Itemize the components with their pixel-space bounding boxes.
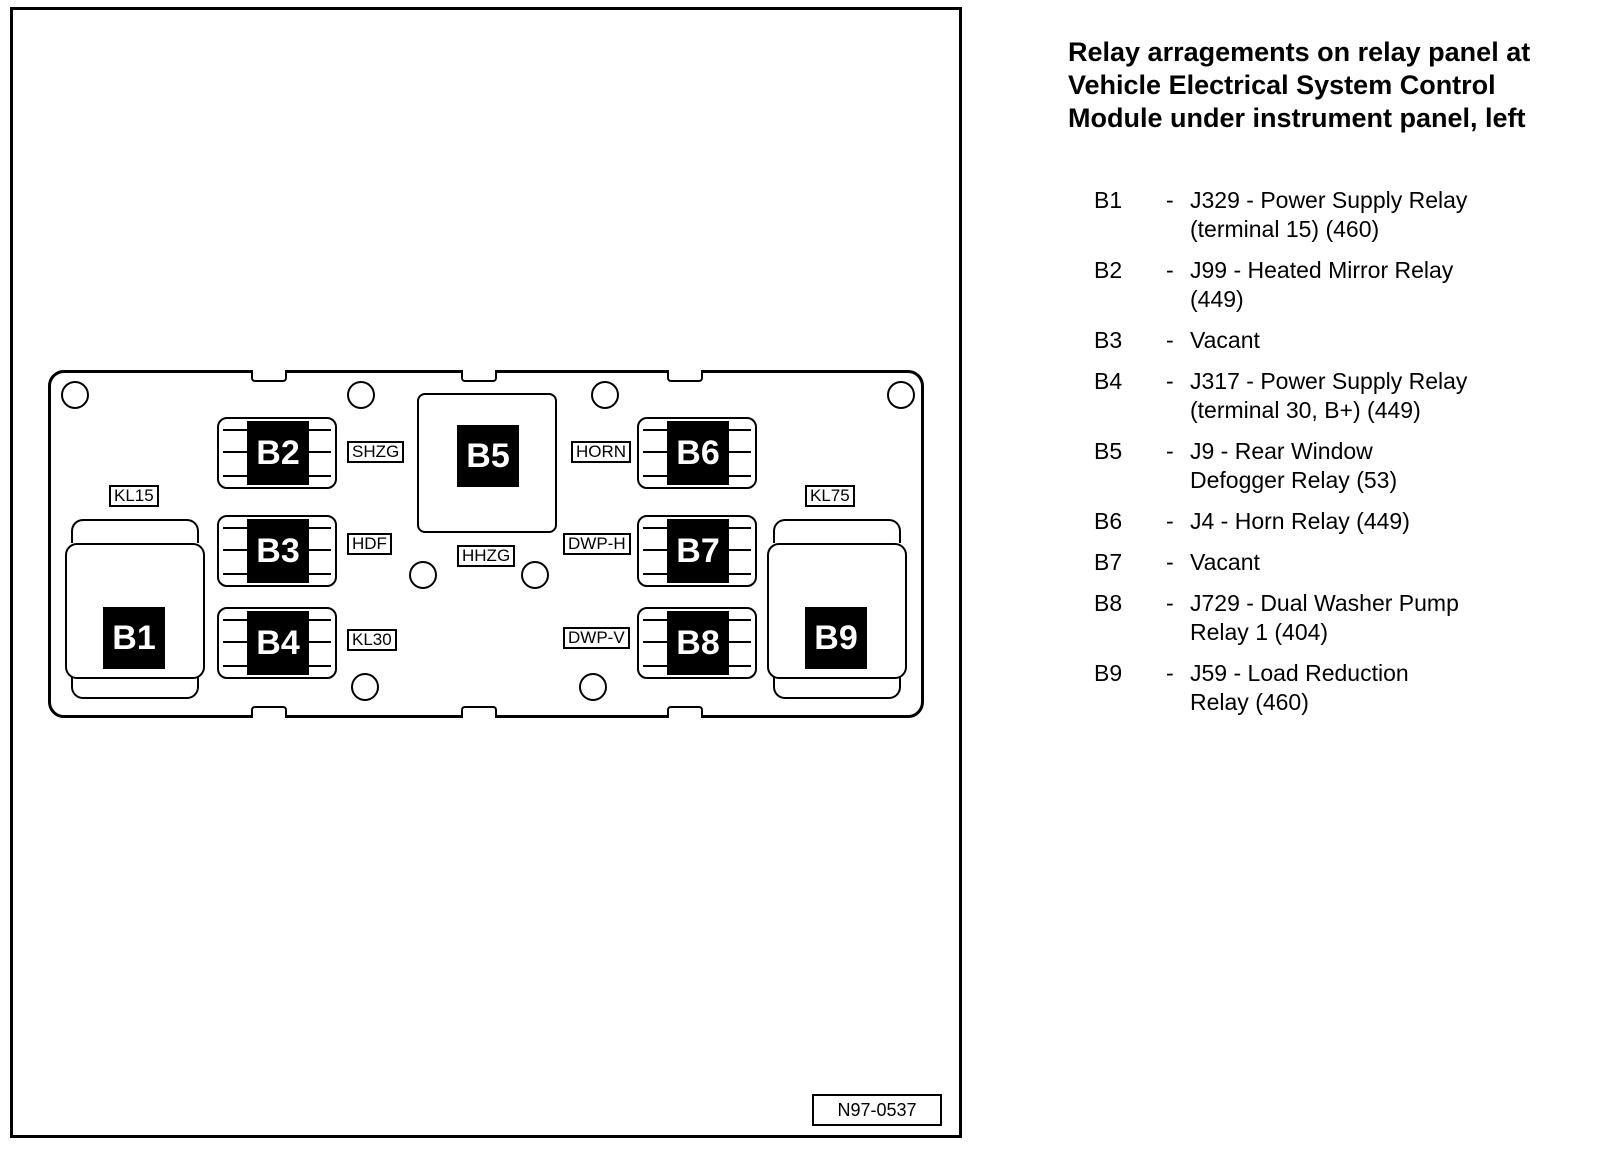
relay-legend: B1-J329 - Power Supply Relay (terminal 1… — [1094, 186, 1574, 729]
mounting-hole — [61, 381, 89, 409]
relay-label: B5 — [457, 425, 519, 487]
panel-tab — [667, 706, 703, 718]
legend-dash: - — [1166, 508, 1174, 534]
relay-shell: B1 — [65, 543, 205, 679]
tag-dwp-h: DWP-H — [563, 533, 631, 555]
mounting-hole — [887, 381, 915, 409]
legend-code: B7 — [1094, 549, 1123, 575]
legend-code: B6 — [1094, 508, 1123, 534]
relay-b5: B5 — [417, 393, 557, 533]
tag-kl15: KL15 — [109, 485, 159, 507]
legend-description: J317 - Power Supply Relay (terminal 30, … — [1190, 368, 1468, 423]
legend-description: J99 - Heated Mirror Relay (449) — [1190, 257, 1454, 312]
relay-contact — [727, 619, 751, 667]
relay-b3: B3 — [217, 515, 337, 587]
tag-kl30: KL30 — [347, 629, 397, 651]
relay-b4: B4 — [217, 607, 337, 679]
legend-description: J9 - Rear Window Defogger Relay (53) — [1190, 438, 1398, 493]
tag-kl75: KL75 — [805, 485, 855, 507]
legend-dash: - — [1166, 438, 1174, 464]
relay-label: B6 — [667, 421, 729, 485]
legend-dash: - — [1166, 590, 1174, 616]
tag-dwp-v: DWP-V — [563, 627, 630, 649]
relay-label: B7 — [667, 519, 729, 583]
legend-item: B8 -J729 - Dual Washer Pump Relay 1 (404) — [1094, 589, 1574, 647]
legend-dash: - — [1166, 368, 1174, 394]
legend-dash: - — [1166, 327, 1174, 353]
relay-b1: B1 — [65, 519, 205, 699]
relay-label: B8 — [667, 611, 729, 675]
legend-description: Vacant — [1190, 327, 1260, 353]
mounting-hole — [409, 561, 437, 589]
legend-description: J59 - Load Reduction Relay (460) — [1190, 660, 1409, 715]
panel-tab — [667, 370, 703, 382]
relay-lip — [71, 519, 199, 543]
legend-code: B8 — [1094, 590, 1123, 616]
relay-panel: B1 B9 B2 B3 B4 B5 B6 B7 — [48, 370, 924, 718]
tag-horn: HORN — [571, 441, 632, 463]
relay-label: B4 — [247, 611, 309, 675]
legend-item: B1 -J329 - Power Supply Relay (terminal 1… — [1094, 186, 1574, 244]
legend-description: J4 - Horn Relay (449) — [1190, 508, 1410, 534]
relay-b2: B2 — [217, 417, 337, 489]
legend-description: Vacant — [1190, 549, 1260, 575]
relay-contact — [643, 619, 667, 667]
legend-dash: - — [1166, 549, 1174, 575]
figure-id: N97-0537 — [812, 1094, 942, 1126]
mounting-hole — [351, 673, 379, 701]
legend-item: B7 -Vacant — [1094, 548, 1574, 577]
tag-hdf: HDF — [347, 533, 392, 555]
relay-contact — [307, 527, 331, 575]
relay-label: B3 — [247, 519, 309, 583]
legend-item: B3 -Vacant — [1094, 326, 1574, 355]
relay-lip — [773, 519, 901, 543]
mounting-hole — [521, 561, 549, 589]
legend-code: B9 — [1094, 660, 1123, 686]
mounting-hole — [347, 381, 375, 409]
tag-shzg: SHZG — [347, 441, 405, 463]
legend-code: B1 — [1094, 187, 1123, 213]
legend-description: J729 - Dual Washer Pump Relay 1 (404) — [1190, 590, 1459, 645]
relay-b6: B6 — [637, 417, 757, 489]
mounting-hole — [579, 673, 607, 701]
legend-description: J329 - Power Supply Relay (terminal 15) … — [1190, 187, 1468, 242]
relay-label: B1 — [103, 607, 165, 669]
legend-item: B2 -J99 - Heated Mirror Relay (449) — [1094, 256, 1574, 314]
relay-contact — [223, 619, 247, 667]
relay-lip — [773, 675, 901, 699]
panel-tab — [461, 370, 497, 382]
legend-dash: - — [1166, 257, 1174, 283]
legend-code: B2 — [1094, 257, 1123, 283]
relay-contact — [727, 527, 751, 575]
relay-b8: B8 — [637, 607, 757, 679]
relay-b7: B7 — [637, 515, 757, 587]
relay-contact — [223, 429, 247, 477]
legend-code: B4 — [1094, 368, 1123, 394]
panel-tab — [251, 706, 287, 718]
legend-item: B6 -J4 - Horn Relay (449) — [1094, 507, 1574, 536]
legend-item: B4 -J317 - Power Supply Relay (terminal 3… — [1094, 367, 1574, 425]
relay-contact — [307, 429, 331, 477]
relay-contact — [727, 429, 751, 477]
relay-contact — [223, 527, 247, 575]
panel-tab — [251, 370, 287, 382]
diagram-title: Relay arragements on relay panel at Vehi… — [1068, 37, 1531, 133]
legend-item: B5 -J9 - Rear Window Defogger Relay (53) — [1094, 437, 1574, 495]
mounting-hole — [591, 381, 619, 409]
relay-contact — [307, 619, 331, 667]
relay-b9: B9 — [767, 519, 907, 699]
relay-contact — [643, 527, 667, 575]
legend-code: B5 — [1094, 438, 1123, 464]
legend-item: B9 -J59 - Load Reduction Relay (460) — [1094, 659, 1574, 717]
panel-tab — [461, 706, 497, 718]
relay-shell: B9 — [767, 543, 907, 679]
tag-hhzg: HHZG — [457, 545, 516, 567]
relay-label: B9 — [805, 607, 867, 669]
relay-lip — [71, 675, 199, 699]
legend-code: B3 — [1094, 327, 1123, 353]
relay-label: B2 — [247, 421, 309, 485]
legend-dash: - — [1166, 660, 1174, 686]
relay-contact — [643, 429, 667, 477]
legend-dash: - — [1166, 187, 1174, 213]
